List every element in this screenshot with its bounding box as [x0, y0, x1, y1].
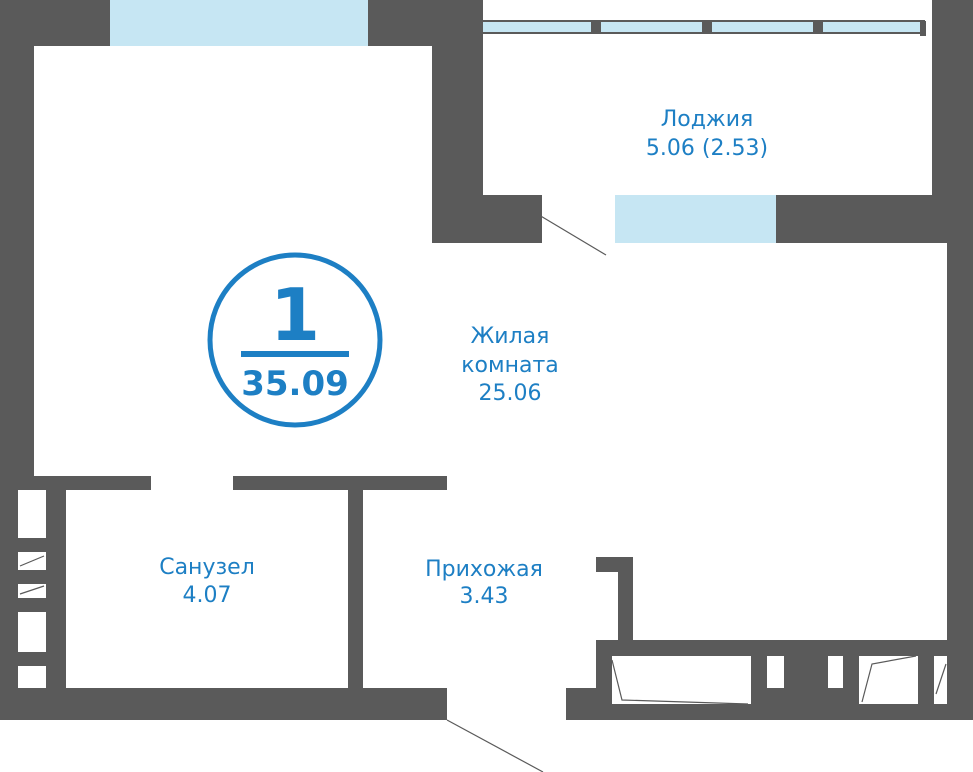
living-name-line2: комната [461, 353, 559, 378]
closet-niche [767, 656, 784, 688]
living-name-line1: Жилая [471, 324, 550, 349]
wall-left-shaft [0, 652, 66, 666]
wall-closet-divider [751, 640, 767, 720]
badge-rooms-count: 1 [270, 273, 320, 357]
closet-niche [859, 656, 918, 704]
closet-detail [935, 663, 947, 695]
hallway-area: 3.43 [460, 584, 509, 609]
badge-total-area: 35.09 [241, 364, 349, 404]
wall-right [947, 195, 973, 720]
loggia-post [702, 21, 712, 33]
window-top-living [110, 0, 368, 46]
door-swing-loggia [533, 211, 607, 256]
wall-left [0, 0, 34, 490]
shaft-detail [19, 585, 45, 595]
shaft-detail [19, 555, 45, 567]
wall-left-shaft [0, 538, 66, 552]
hallway-name: Прихожая [425, 557, 543, 582]
wall-closet-stub-v [618, 557, 633, 645]
wall-loggia-door-stub [530, 195, 542, 213]
badge-divider [241, 351, 349, 357]
wall-closet-inner [784, 656, 828, 688]
apartment-badge-circle [207, 252, 383, 428]
loggia-post [813, 21, 823, 33]
wall-left-shaft [0, 598, 66, 612]
closet-niche [828, 656, 843, 688]
closet-detail [611, 659, 749, 705]
wall-loggia-bottom-left [432, 195, 542, 243]
wall-bath-top-right [233, 476, 447, 490]
bathroom-area: 4.07 [183, 583, 232, 608]
loggia-post [920, 21, 926, 36]
wall-closet-divider [843, 640, 859, 720]
wall-closet-divider [918, 640, 934, 720]
loggia-post [591, 21, 601, 33]
wall-left-shaft [0, 570, 66, 584]
loggia-name: Лоджия [661, 107, 754, 132]
closet-detail [861, 655, 917, 703]
bathroom-name: Санузел [159, 555, 255, 580]
wall-bottom-left [0, 688, 447, 720]
closet-niche [612, 656, 751, 704]
door-swing-entrance [446, 719, 544, 772]
living-area: 25.06 [479, 381, 542, 406]
loggia-area: 5.06 (2.53) [646, 136, 768, 161]
wall-bath-top-left [34, 476, 151, 490]
window-loggia-door [615, 195, 776, 243]
wall-bath-right [348, 476, 363, 688]
